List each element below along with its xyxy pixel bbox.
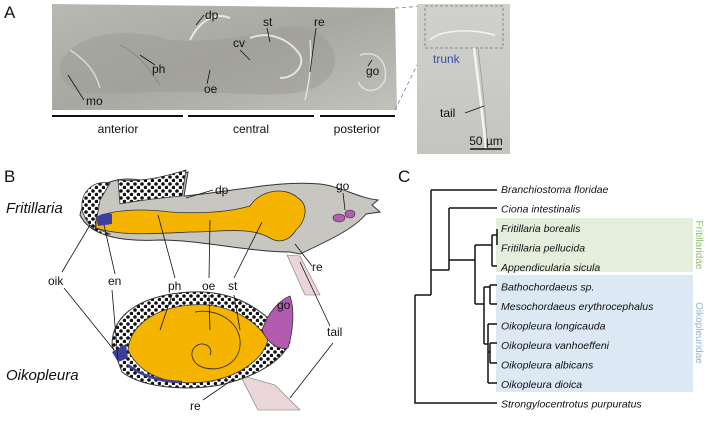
oikopleuridae-shade — [496, 275, 693, 392]
b-label-ph: ph — [168, 279, 181, 293]
micrograph-whole-animal: 50 µm — [417, 4, 510, 154]
label-go: go — [366, 64, 380, 78]
taxon-label: Oikopleura vanhoeffeni — [501, 340, 610, 352]
b-label-tail: tail — [327, 325, 342, 339]
fritillaria-title: Fritillaria — [6, 200, 63, 217]
b-label-en: en — [108, 274, 121, 288]
b-label-dp: dp — [215, 183, 229, 197]
tail-label: tail — [440, 106, 455, 120]
taxon-label: Mesochordaeus erythrocephalus — [501, 301, 654, 313]
oikopleura-diagram — [111, 291, 301, 411]
trunk-label: trunk — [433, 52, 461, 66]
panel-b-letter: B — [4, 167, 15, 186]
micrograph-trunk — [52, 4, 397, 110]
oikopleura-title: Oikopleura — [6, 367, 79, 384]
label-st: st — [263, 15, 273, 29]
taxon-label: Oikopleura dioica — [501, 379, 582, 391]
b-label-oe: oe — [202, 279, 216, 293]
taxon-label: Bathochordaeus sp. — [501, 282, 594, 294]
label-dp: dp — [205, 8, 219, 22]
phylogenetic-tree — [414, 189, 498, 404]
taxon-label: Oikopleura longicauda — [501, 321, 606, 333]
family-oikopleuridae: Oikopleuridae — [693, 302, 704, 364]
family-fritillaridae: Fritillaridae — [693, 221, 704, 270]
panel-a-letter: A — [4, 3, 16, 22]
label-oe: oe — [204, 82, 218, 96]
b-label-re-oikopleura: re — [190, 399, 201, 413]
taxon-label: Ciona intestinalis — [501, 204, 581, 216]
label-cv: cv — [233, 36, 245, 50]
b-label-go-oikopleura: go — [277, 298, 291, 312]
fritillaridae-shade — [496, 218, 693, 272]
b-label-go-fritillaria: go — [336, 179, 350, 193]
fritillaria-diagram — [79, 169, 382, 296]
taxon-label: Branchiostoma floridae — [501, 184, 609, 196]
panel-c-letter: C — [398, 167, 410, 186]
label-ph: ph — [152, 62, 165, 76]
taxon-label: Fritillaria borealis — [501, 223, 581, 235]
b-label-re-fritillaria: re — [312, 260, 323, 274]
region-central: central — [233, 122, 269, 136]
label-re: re — [314, 15, 325, 29]
scale-bar-label: 50 µm — [469, 134, 503, 148]
region-anterior: anterior — [98, 122, 139, 136]
taxon-label: Fritillaria pellucida — [501, 243, 585, 255]
label-mo: mo — [86, 94, 103, 108]
b-label-oik: oik — [48, 274, 64, 288]
region-posterior: posterior — [334, 122, 381, 136]
taxon-label: Oikopleura albicans — [501, 360, 594, 372]
taxon-label: Appendicularia sicula — [500, 262, 600, 274]
taxon-label: Strongylocentrotus purpuratus — [501, 399, 642, 411]
b-label-st: st — [228, 279, 238, 293]
